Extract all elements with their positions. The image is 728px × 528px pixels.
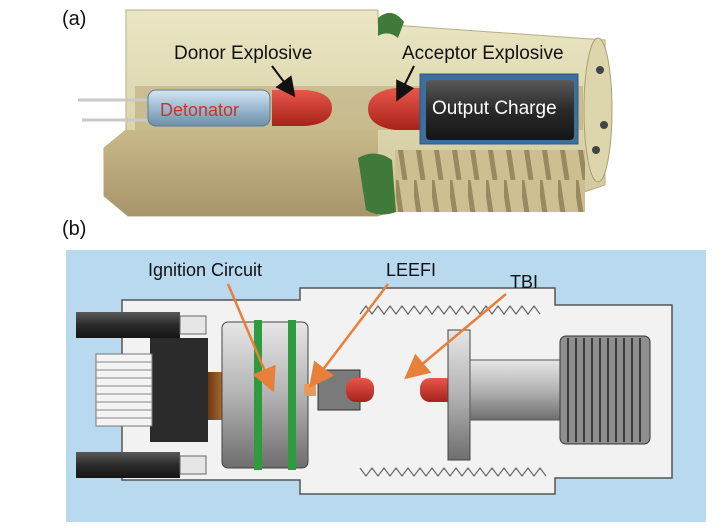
mounting-bolt-top-tip	[179, 315, 207, 335]
circuit-ring	[288, 320, 296, 470]
mounting-bolt-bottom-tip	[179, 455, 207, 475]
detonator-label: Detonator	[160, 100, 239, 120]
mounting-bolt-bottom	[76, 452, 180, 478]
leefi-chip	[304, 384, 316, 396]
end-face-hole	[600, 121, 608, 129]
acceptor-explosive-arrow	[396, 65, 415, 102]
output-bolt-head	[447, 329, 471, 461]
tbi-arrow	[404, 293, 507, 380]
output-thread-body	[559, 335, 651, 445]
ignition-circuit-arrow	[226, 283, 276, 393]
connector-block	[150, 338, 208, 442]
leefi-label: LEEFI	[386, 260, 436, 280]
end-face-hole	[596, 66, 604, 74]
detonator	[147, 89, 271, 127]
ignition-circuit-label: Ignition Circuit	[148, 260, 262, 280]
connector-pin-lines	[96, 361, 152, 419]
housing-cut-face	[104, 130, 378, 216]
output-thread-grooves	[567, 338, 641, 442]
donor-explosive-arrow	[271, 65, 296, 98]
tbi-label: TBI	[510, 272, 538, 292]
o-ring-top	[378, 12, 404, 38]
output-charge-label: Output Charge	[432, 98, 557, 119]
donor-explosive-label: Donor Explosive	[174, 43, 312, 64]
panel-b-illustration	[66, 250, 706, 522]
acceptor-pellet	[420, 378, 456, 402]
o-ring-bottom	[358, 153, 396, 215]
end-face-hole	[592, 146, 600, 154]
circuit-ring	[254, 320, 262, 470]
donor-pellet	[346, 378, 374, 402]
housing-threads	[395, 150, 585, 212]
connector-pins	[95, 353, 153, 427]
panel-a-illustration	[78, 9, 613, 217]
acceptor-explosive-label: Acceptor Explosive	[402, 43, 564, 64]
output-charge	[426, 80, 574, 140]
internal-threads	[359, 305, 547, 477]
mounting-bolt-top	[76, 312, 180, 338]
leefi-arrow	[308, 283, 389, 388]
housing-end-face	[583, 37, 613, 183]
panel-b-label: (b)	[62, 218, 87, 240]
donor-explosive	[272, 90, 332, 126]
panel-a-label: (a)	[62, 8, 87, 30]
